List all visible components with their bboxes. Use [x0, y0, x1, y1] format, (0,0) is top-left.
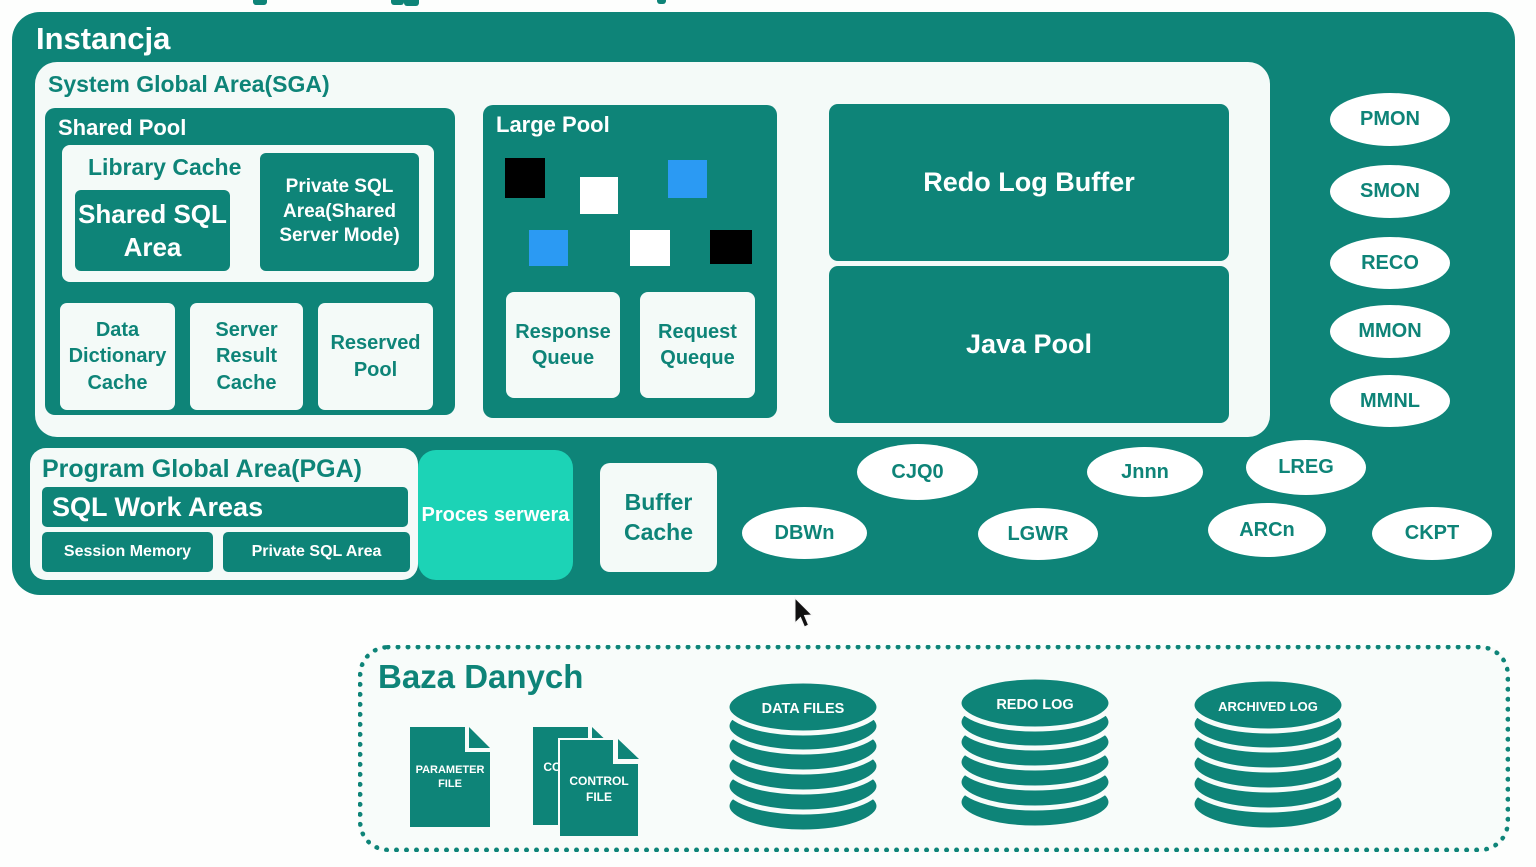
shared-pool-title: Shared Pool [58, 115, 187, 140]
data-dictionary-cache-box: Data Dictionary Cache [60, 303, 175, 410]
redo-log-buffer-box: Redo Log Buffer [829, 104, 1229, 261]
pga-title: Program Global Area(PGA) [42, 455, 362, 483]
redo-log-label: REDO LOG [996, 697, 1073, 713]
database-title: Baza Danych [378, 658, 584, 695]
parameter-file-label: PARAMETER FILE [415, 764, 485, 791]
request-queue-box: Request Queque [640, 292, 755, 398]
process-oval-jnnn: Jnnn [1087, 447, 1203, 497]
database-box: Baza Danych PARAMETER FILE CONTROL FILE … [358, 645, 1510, 852]
cropped-text-artifact [391, 0, 404, 5]
process-oval-arcn: ARCn [1208, 503, 1326, 557]
cropped-text-artifact [657, 0, 666, 4]
pga-box: Program Global Area(PGA) SQL Work Areas … [30, 448, 418, 580]
sga-box: System Global Area(SGA) Shared Pool Libr… [35, 62, 1270, 437]
process-oval-smon: SMON [1330, 165, 1450, 218]
large-pool-title: Large Pool [496, 112, 610, 137]
process-oval-dbwn: DBWn [742, 507, 867, 559]
cropped-text-artifact [253, 0, 267, 5]
memory-chunk-blue-icon [529, 230, 568, 266]
process-oval-lreg: LREG [1246, 440, 1366, 495]
cropped-text-artifact [404, 0, 419, 6]
archived-log-label: ARCHIVED LOG [1218, 699, 1318, 714]
archived-log-cylinder-icon: ARCHIVED LOG [1189, 676, 1347, 833]
response-queue-box: Response Queue [506, 292, 620, 398]
control-file-front-label: CONTROL FILE [569, 774, 629, 804]
library-cache-title: Library Cache [88, 154, 242, 180]
reserved-pool-box: Reserved Pool [318, 303, 433, 410]
mouse-cursor-icon [794, 597, 814, 628]
library-cache-box: Library Cache Shared SQL Area Private SQ… [62, 145, 434, 282]
data-files-label: DATA FILES [762, 701, 845, 717]
shared-pool-box: Shared Pool Library Cache Shared SQL Are… [45, 108, 455, 415]
memory-chunk-blue-icon [668, 160, 707, 198]
control-file-front-icon [558, 738, 640, 838]
sga-title: System Global Area(SGA) [48, 71, 330, 97]
buffer-cache-box: Buffer Cache [600, 463, 717, 572]
process-oval-mmon: MMON [1330, 305, 1450, 358]
redo-log-cylinder-icon: REDO LOG [956, 674, 1114, 831]
session-memory-box: Session Memory [42, 532, 213, 572]
process-oval-cjq0: CJQ0 [857, 444, 978, 500]
process-oval-ckpt: CKPT [1372, 507, 1492, 560]
instance-box: Instancja System Global Area(SGA) Shared… [12, 12, 1515, 595]
shared-sql-area-box: Shared SQL Area [75, 190, 230, 271]
process-oval-reco: RECO [1330, 237, 1450, 289]
server-result-cache-box: Server Result Cache [190, 303, 303, 410]
sql-work-areas-box: SQL Work Areas [42, 487, 408, 527]
process-oval-pmon: PMON [1330, 93, 1450, 146]
parameter-file-icon [410, 727, 490, 827]
java-pool-box: Java Pool [829, 266, 1229, 423]
process-oval-lgwr: LGWR [978, 508, 1098, 560]
instance-title: Instancja [36, 21, 171, 56]
private-sql-area-box: Private SQL Area(Shared Server Mode) [260, 153, 419, 271]
memory-chunk-black-icon [505, 158, 545, 198]
memory-chunk-white-icon [580, 177, 618, 214]
data-files-cylinder-icon: DATA FILES [724, 678, 882, 835]
memory-chunk-white-icon [630, 230, 670, 266]
server-process-box: Proces serwera [418, 450, 573, 580]
large-pool-box: Large Pool Response Queue Request Queque [483, 105, 777, 418]
memory-chunk-black-icon [710, 230, 752, 264]
pga-private-sql-area-box: Private SQL Area [223, 532, 410, 572]
process-oval-mmnl: MMNL [1330, 375, 1450, 427]
